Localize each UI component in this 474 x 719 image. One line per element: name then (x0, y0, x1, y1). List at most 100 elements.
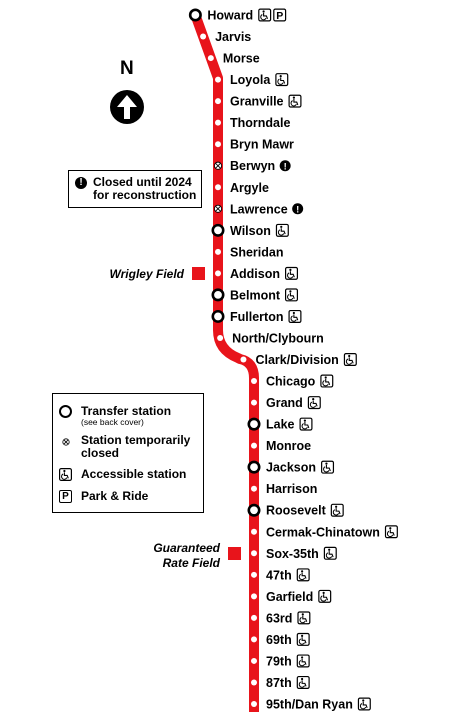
station[interactable]: Roosevelt (247, 503, 344, 518)
station-label: Grand (266, 396, 303, 410)
alert-icon: ! (279, 160, 291, 172)
station[interactable]: 95th/Dan Ryan (251, 698, 371, 712)
station[interactable]: 87th (251, 676, 310, 690)
station[interactable]: Grand (251, 396, 321, 410)
station-label: Morse (223, 52, 260, 66)
station-label: Howard (207, 9, 253, 23)
station[interactable]: Chicago (251, 374, 334, 389)
station-label: Roosevelt (266, 504, 327, 518)
venue: Wrigley Field (110, 267, 205, 281)
station-dot (207, 55, 214, 62)
station[interactable]: Sheridan (215, 245, 284, 259)
station-dot (215, 119, 221, 126)
station[interactable]: Clark/Division (240, 353, 357, 367)
station-label: North/Clybourn (232, 331, 324, 345)
station[interactable]: Cermak-Chinatown (251, 525, 398, 539)
station[interactable]: 63rd (251, 611, 311, 625)
station[interactable]: Argyle (215, 181, 269, 195)
legend: Transfer station (see back cover) Statio… (52, 393, 204, 513)
station-label: Harrison (266, 482, 317, 496)
station-dot (251, 657, 257, 664)
station-label: Sheridan (230, 245, 284, 259)
station[interactable]: Granville (215, 95, 302, 109)
station[interactable]: Thorndale (215, 116, 290, 130)
station[interactable]: Addison (215, 267, 299, 281)
station[interactable]: Lawrence! (213, 202, 304, 216)
station-dot (200, 33, 207, 40)
accessible-icon (318, 589, 332, 603)
station[interactable]: Belmont (211, 288, 299, 302)
station-label: Berwyn (230, 159, 275, 173)
station-label: Thorndale (230, 116, 290, 130)
station-label: Sox-35th (266, 547, 319, 561)
station[interactable]: Wilson (211, 223, 289, 238)
venue-marker (192, 267, 205, 280)
station[interactable]: Harrison (251, 482, 317, 496)
station-dot (251, 485, 257, 492)
station-dot (251, 593, 257, 600)
station[interactable]: Garfield (251, 589, 332, 604)
venue-label: Rate Field (163, 556, 221, 570)
alert-icon: ! (292, 203, 304, 215)
station[interactable]: Jackson (247, 460, 335, 475)
accessible-icon (275, 223, 289, 237)
station-label: 87th (266, 676, 292, 690)
closed-station-icon (62, 438, 70, 446)
station-label: 47th (266, 568, 292, 582)
station-dot (215, 76, 221, 83)
transfer-station-icon (247, 503, 261, 517)
station[interactable]: 69th (251, 633, 310, 647)
park-and-ride-icon: P (273, 8, 287, 22)
legend-park-label: Park & Ride (81, 489, 149, 503)
station-label: Granville (230, 95, 284, 109)
venue-label: Guaranteed (153, 541, 220, 555)
red-line-route (190, 12, 259, 712)
venue-label: Wrigley Field (110, 267, 185, 281)
legend-accessible-label: Accessible station (81, 467, 187, 481)
station-label: Lake (266, 418, 295, 432)
station[interactable]: Fullerton (211, 309, 302, 324)
accessible-icon (323, 546, 337, 560)
station-dot (251, 679, 257, 686)
station-label: Chicago (266, 375, 316, 389)
station-label: Addison (230, 267, 280, 281)
station[interactable]: 79th (251, 654, 310, 668)
station-dot (215, 184, 221, 191)
transfer-station-icon (211, 309, 225, 323)
accessible-icon (285, 288, 299, 302)
station[interactable]: Lake (247, 417, 313, 432)
station-dot (251, 442, 257, 449)
svg-text:P: P (276, 10, 283, 22)
accessible-icon (320, 374, 334, 388)
station[interactable]: Bryn Mawr (215, 138, 294, 152)
station[interactable]: Berwyn! (213, 159, 291, 173)
station-label: 69th (266, 633, 292, 647)
station[interactable]: Morse (207, 52, 260, 66)
station-label: Fullerton (230, 310, 283, 324)
station[interactable]: Sox-35th (251, 546, 337, 561)
alert-icon: ! (75, 177, 87, 189)
station-dot (251, 571, 257, 578)
station[interactable]: Monroe (251, 439, 311, 453)
station-label: 63rd (266, 611, 292, 625)
accessible-icon (288, 309, 302, 323)
closure-note: ! Closed until 2024 for reconstruction (68, 170, 202, 208)
station-dot (251, 528, 257, 535)
station-label: 79th (266, 654, 292, 668)
station[interactable]: 47th (251, 568, 310, 582)
station[interactable]: Jarvis (200, 30, 251, 44)
station[interactable]: North/Clybourn (217, 331, 324, 345)
station[interactable]: Howard P (188, 8, 287, 23)
accessible-icon (384, 525, 398, 539)
station-dot (217, 334, 224, 341)
station[interactable]: Loyola (215, 73, 289, 87)
accessible-icon (258, 8, 272, 22)
station-label: Garfield (266, 590, 313, 604)
station-label: 95th/Dan Ryan (266, 698, 353, 712)
station-label: Belmont (230, 288, 281, 302)
transfer-station-icon (247, 460, 261, 474)
accessible-icon (299, 417, 313, 431)
note-line-2: for reconstruction (93, 188, 197, 202)
station-label: Clark/Division (255, 353, 338, 367)
park-and-ride-icon: P (59, 490, 72, 503)
